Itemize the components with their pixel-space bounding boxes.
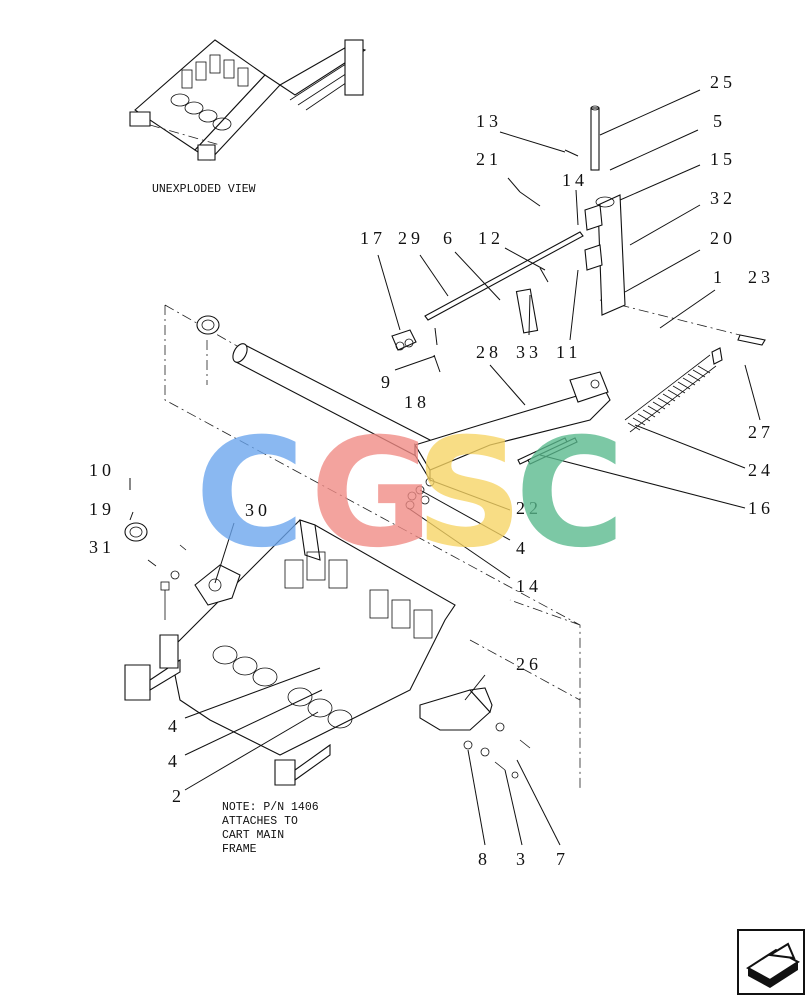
callout-25: 25: [710, 72, 736, 92]
callout-16: 16: [748, 498, 774, 518]
callout-28: 28: [476, 342, 502, 362]
callout-8: 8: [478, 849, 491, 869]
callout-26: 26: [516, 654, 542, 674]
watermark-letter-4: C: [515, 407, 625, 581]
callout-20: 20: [710, 228, 736, 248]
callout-2: 2: [172, 786, 185, 806]
callout-32: 32: [710, 188, 736, 208]
callout-9: 9: [381, 372, 394, 392]
callout-22: 22: [516, 498, 542, 518]
bracket: [419, 687, 493, 731]
callout-30: 30: [245, 500, 271, 520]
leader-lines: [129, 89, 761, 846]
callout-6: 6: [443, 228, 456, 248]
note-line-1: NOTE: P/N 1406: [222, 801, 319, 814]
cgsc-watermark-logo: C G S C: [195, 407, 625, 581]
callout-7: 7: [556, 849, 569, 869]
note-line-3: CART MAIN: [222, 829, 284, 842]
callout-24: 24: [748, 460, 774, 480]
mount-plate: [194, 564, 241, 606]
unexploded-view-inset: UNEXPLODED VIEW: [129, 39, 367, 196]
callout-27: 27: [748, 422, 774, 442]
callout-29: 29: [398, 228, 424, 248]
callout-19: 19: [89, 499, 115, 519]
callout-31: 31: [89, 537, 115, 557]
rod-and-pins: [391, 149, 584, 373]
watermark-letter-3: S: [415, 407, 523, 581]
attachment-note: NOTE: P/N 1406 ATTACHES TO CART MAIN FRA…: [222, 801, 319, 856]
callout-33: 33: [516, 342, 542, 362]
callout-12: 12: [478, 228, 504, 248]
vertical-post: [584, 105, 626, 316]
note-line-2: ATTACHES TO: [222, 815, 298, 828]
callout-1: 1: [713, 267, 726, 287]
lower-frame-assembly: [124, 519, 456, 786]
callout-labels: 25 5 13 15 21 14 32 17 29 6 12 20 23 1 3…: [89, 72, 774, 869]
callout-14-top: 14: [562, 170, 588, 190]
callout-4-low-a: 4: [168, 716, 181, 736]
callout-5: 5: [713, 111, 726, 131]
note-line-4: FRAME: [222, 843, 257, 856]
collar: [196, 315, 220, 385]
callout-13: 13: [476, 111, 502, 131]
callout-17: 17: [360, 228, 386, 248]
watermark-letter-2: G: [310, 407, 433, 581]
callout-4-low-b: 4: [168, 751, 181, 771]
inset-caption: UNEXPLODED VIEW: [152, 183, 256, 196]
callout-23: 23: [748, 267, 774, 287]
watermark-letter-1: C: [195, 407, 305, 581]
callout-10: 10: [89, 460, 115, 480]
callout-14-mid: 14: [516, 576, 542, 596]
callout-18: 18: [404, 392, 430, 412]
spring: [624, 334, 766, 433]
callout-21: 21: [476, 149, 502, 169]
callout-4-mid: 4: [516, 538, 529, 558]
callout-11: 11: [556, 342, 581, 362]
callout-3: 3: [516, 849, 529, 869]
callout-15: 15: [710, 149, 736, 169]
next-page-arrow-icon[interactable]: [737, 929, 805, 995]
